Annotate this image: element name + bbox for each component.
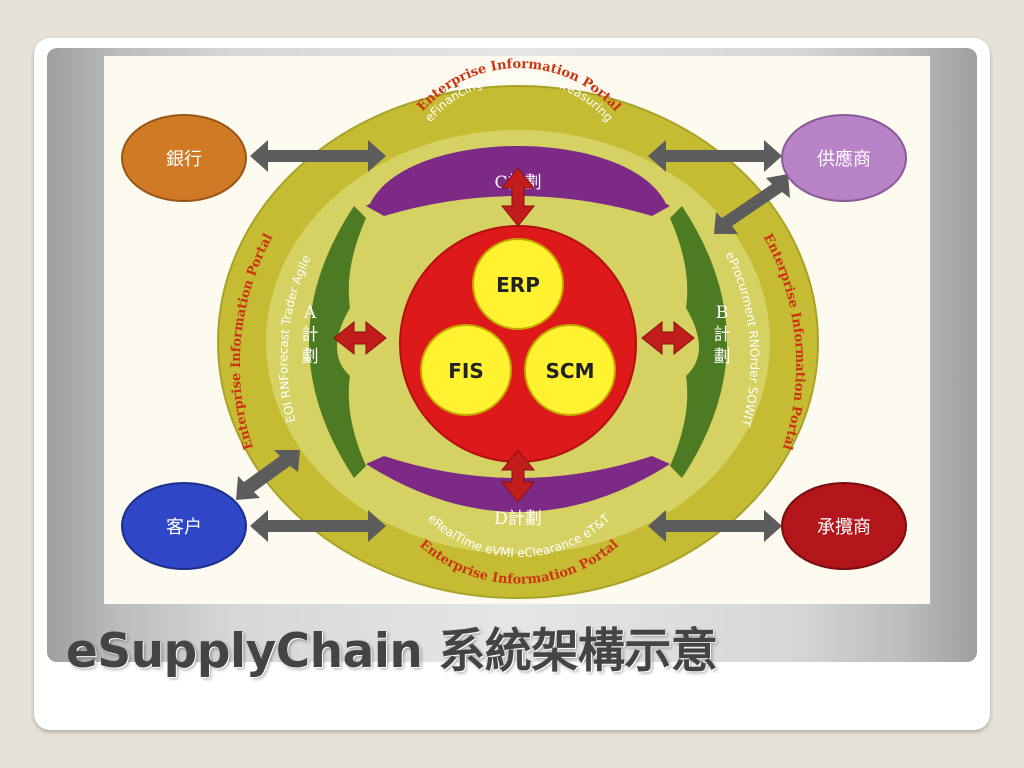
- core-scm-circle: [524, 324, 616, 416]
- core-fis-circle: [420, 324, 512, 416]
- plan-a-label-2: 劃: [302, 347, 319, 367]
- core-fis-label: FIS: [448, 359, 484, 383]
- gray-arrow-customer: [250, 510, 386, 542]
- red-arrow-bottom: [500, 449, 536, 503]
- gray-arrow-supplier-diagonal: [714, 174, 790, 234]
- customer-label: 客户: [166, 517, 202, 538]
- red-arrow-top: [500, 167, 536, 227]
- customer-node: [121, 482, 247, 570]
- plan-c-band: [369, 146, 667, 214]
- core-erp-label: ERP: [496, 273, 540, 297]
- plan-a-letter: A: [303, 303, 317, 323]
- bank-label: 銀行: [166, 149, 202, 170]
- core-scm-label: SCM: [546, 359, 595, 383]
- gray-arrow-supplier: [648, 140, 782, 172]
- contractor-node: [781, 482, 907, 570]
- red-arrow-right: [641, 320, 695, 356]
- plan-a-label-1: 計: [302, 325, 319, 345]
- architecture-diagram-svg: Enterprise Information Portal Enterprise…: [121, 57, 907, 599]
- slide-title: eSupplyChain 系統架構示意: [66, 624, 718, 679]
- red-arrow-left: [333, 320, 387, 356]
- plan-b-band: [670, 206, 727, 478]
- bank-node: [121, 114, 247, 202]
- supplier-label: 供應商: [817, 148, 871, 170]
- gray-arrow-bank: [250, 140, 386, 172]
- gray-arrow-customer-diagonal: [236, 450, 300, 500]
- plan-b-label-1: 計: [714, 325, 731, 345]
- core-erp-circle: [472, 238, 564, 330]
- contractor-label: 承攬商: [817, 517, 871, 538]
- gray-arrow-contractor: [648, 510, 782, 542]
- plan-d-label: D計劃: [494, 509, 542, 529]
- plan-a-band: [309, 206, 366, 478]
- supplier-node: [781, 114, 907, 202]
- plan-b-label-2: 劃: [714, 347, 731, 367]
- plan-b-letter: B: [716, 303, 729, 323]
- architecture-diagram: Enterprise Information Portal Enterprise…: [104, 56, 930, 604]
